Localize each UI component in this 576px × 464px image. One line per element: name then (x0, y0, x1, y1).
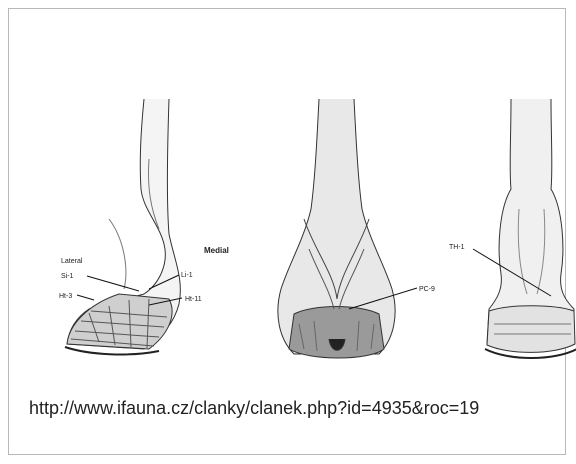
document-frame: Lateral Medial Si-1 Li-1 Ht-3 Ht-11 PC-9… (8, 8, 566, 455)
source-url-caption: http://www.ifauna.cz/clanky/clanek.php?i… (29, 394, 559, 422)
label-li1: Li-1 (181, 272, 193, 279)
label-ht11: Ht-11 (185, 296, 202, 303)
label-th1: TH-1 (449, 244, 465, 251)
hoof-rear-view (278, 99, 395, 358)
hoof-front-view (485, 99, 576, 358)
label-lateral: Lateral (61, 258, 83, 265)
horse-hoof-illustration: Lateral Medial Si-1 Li-1 Ht-3 Ht-11 PC-9… (49, 99, 576, 379)
label-ht3: Ht-3 (59, 293, 72, 300)
label-si1: Si-1 (61, 273, 74, 280)
hoof-lateral-view (65, 99, 180, 354)
label-medial: Medial (204, 246, 229, 255)
label-pc9: PC-9 (419, 286, 435, 293)
